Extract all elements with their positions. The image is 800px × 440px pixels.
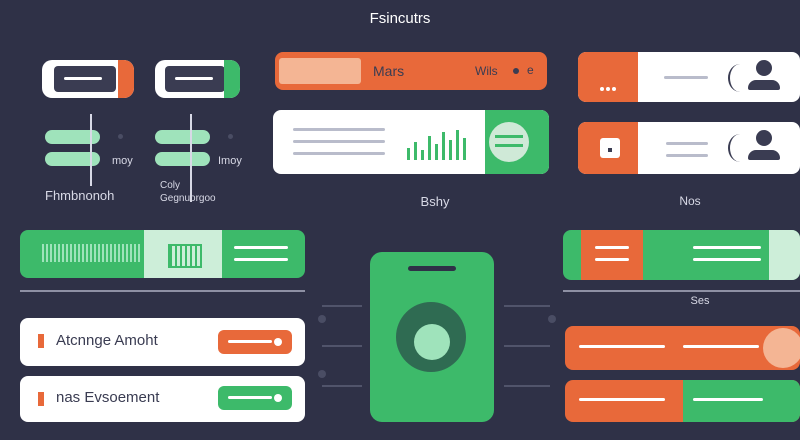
screen-line bbox=[175, 77, 213, 80]
caption-right-line2: Gegnuorgoo bbox=[160, 193, 216, 204]
text-line bbox=[579, 398, 665, 401]
bar-left-label: Mars bbox=[373, 63, 405, 79]
center-caption: Bshy bbox=[420, 194, 450, 209]
device-accent bbox=[118, 60, 134, 98]
right-green-bar[interactable] bbox=[563, 230, 800, 280]
connector-dot bbox=[318, 315, 326, 323]
toggle-pill[interactable] bbox=[45, 130, 100, 144]
toggle-pill[interactable] bbox=[155, 130, 210, 144]
profile-card-accent bbox=[578, 52, 638, 102]
right-divider bbox=[563, 290, 800, 292]
right-orange-bar-2[interactable] bbox=[565, 380, 800, 422]
bar-segment bbox=[144, 230, 222, 278]
left-green-bar[interactable] bbox=[20, 230, 305, 278]
text-line bbox=[683, 345, 759, 348]
right-caption: Nos bbox=[679, 194, 701, 208]
toggle-pill[interactable] bbox=[45, 152, 100, 166]
globe-stripe bbox=[495, 144, 523, 147]
toggle-pill[interactable] bbox=[155, 152, 210, 166]
globe-stripe bbox=[495, 135, 523, 138]
bar-right-label: Wils bbox=[475, 64, 498, 78]
bar-tail bbox=[769, 230, 800, 280]
divider bbox=[190, 114, 192, 202]
phone-speaker bbox=[408, 266, 456, 271]
mini-bar-chart-icon bbox=[407, 130, 466, 160]
profile-card-accent bbox=[578, 122, 638, 174]
indicator-dot bbox=[228, 134, 233, 139]
device-accent bbox=[224, 60, 240, 98]
card-label: nas Evsoement bbox=[56, 389, 160, 406]
lock-icon bbox=[600, 138, 620, 158]
caption-left: Fhmbnonoh bbox=[45, 188, 115, 203]
text-line bbox=[693, 246, 761, 249]
globe-icon[interactable] bbox=[489, 122, 529, 162]
text-line bbox=[293, 152, 385, 155]
bar-dot bbox=[513, 68, 519, 74]
leaf-icon bbox=[396, 302, 466, 372]
connector-line bbox=[504, 385, 550, 387]
connector-dot bbox=[548, 315, 556, 323]
toggle-label: moy bbox=[112, 155, 133, 167]
connector-line bbox=[504, 305, 550, 307]
top-status-bar[interactable]: Mars Wils e bbox=[275, 52, 547, 90]
bar-segment bbox=[683, 380, 800, 422]
indicator-dot bbox=[118, 134, 123, 139]
barcode-strip bbox=[42, 244, 142, 262]
user-avatar-icon bbox=[748, 130, 780, 166]
center-chart-card[interactable] bbox=[273, 110, 549, 174]
bar-highlight bbox=[279, 58, 361, 84]
text-line bbox=[666, 154, 708, 157]
right-orange-bar-1[interactable] bbox=[565, 326, 800, 370]
bar-segment bbox=[581, 230, 643, 280]
bracket-icon bbox=[728, 134, 752, 162]
toggle-label: Imoy bbox=[218, 155, 242, 167]
bracket-icon bbox=[728, 64, 752, 92]
text-line bbox=[234, 258, 288, 261]
device-screen bbox=[54, 66, 116, 92]
profile-card-1[interactable] bbox=[578, 52, 800, 102]
profile-card-2[interactable] bbox=[578, 122, 800, 174]
text-line bbox=[293, 128, 385, 131]
card-marker bbox=[38, 334, 44, 348]
list-card-2[interactable]: nas Evsoement bbox=[20, 376, 305, 422]
connector-line bbox=[322, 345, 362, 347]
list-card-1[interactable]: Atcnnge Amoht bbox=[20, 318, 305, 366]
connector-dot bbox=[318, 370, 326, 378]
device-screen bbox=[165, 66, 225, 92]
connector-line bbox=[322, 305, 362, 307]
card-label: Atcnnge Amoht bbox=[56, 332, 158, 349]
page-title: Fsincutrs bbox=[369, 10, 431, 27]
right-lower-caption: Ses bbox=[690, 295, 710, 307]
text-line bbox=[293, 140, 385, 143]
device-card-left[interactable] bbox=[42, 60, 134, 98]
text-line bbox=[693, 258, 761, 261]
connector-line bbox=[322, 385, 362, 387]
device-card-right[interactable] bbox=[155, 60, 240, 98]
text-line bbox=[664, 76, 708, 79]
divider bbox=[90, 114, 92, 186]
card-action-button[interactable] bbox=[218, 386, 292, 410]
bar-knob[interactable] bbox=[763, 328, 800, 368]
text-line bbox=[579, 345, 665, 348]
bar-right-symbol: e bbox=[527, 63, 534, 77]
caption-right-line1: Coly bbox=[160, 180, 181, 191]
connector-line bbox=[504, 345, 550, 347]
phone-device[interactable] bbox=[370, 252, 494, 422]
text-line bbox=[234, 246, 288, 249]
card-marker bbox=[38, 392, 44, 406]
screen-line bbox=[64, 77, 102, 80]
card-action-button[interactable] bbox=[218, 330, 292, 354]
grid-icon bbox=[168, 244, 202, 268]
left-divider bbox=[20, 290, 305, 292]
text-line bbox=[666, 142, 708, 145]
user-avatar-icon bbox=[748, 60, 780, 94]
